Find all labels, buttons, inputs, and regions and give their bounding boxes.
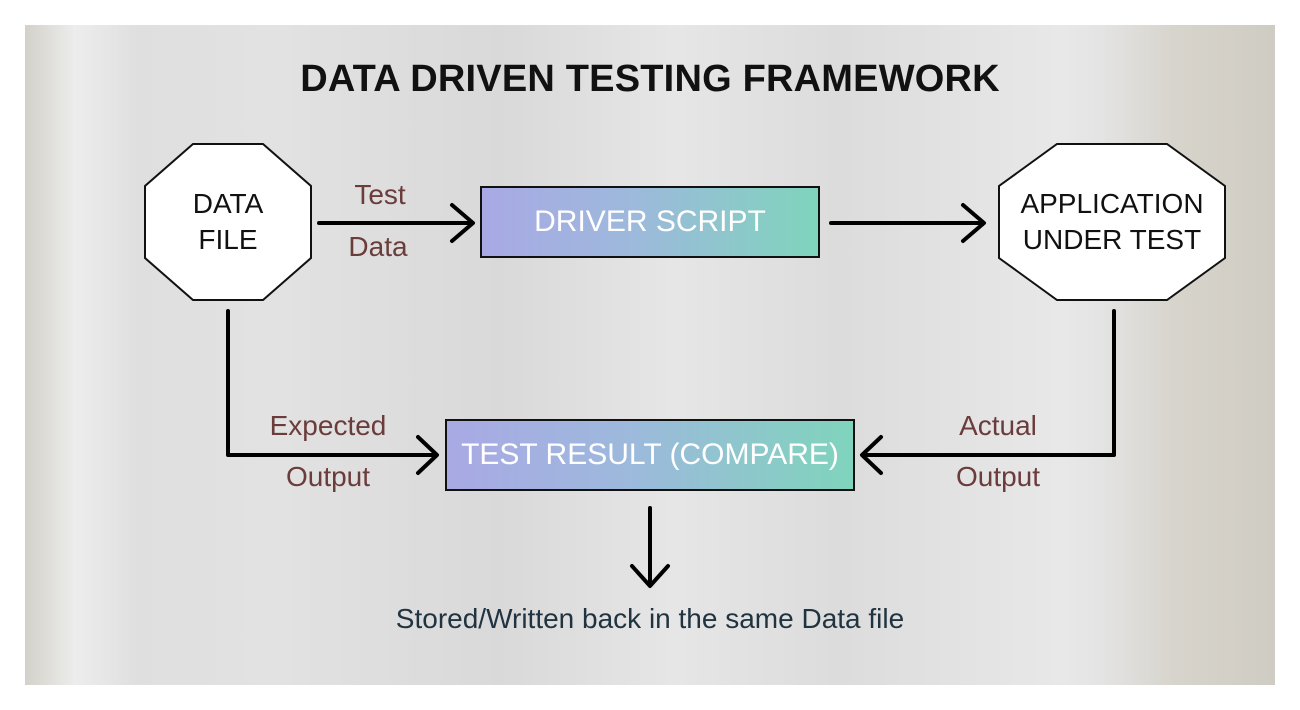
data-file-label: DATA FILE	[192, 188, 264, 255]
label-expected: Expected	[269, 410, 387, 441]
arrow-expected-output	[226, 309, 438, 457]
arrow-actual-output	[861, 309, 1116, 457]
label-data: Data	[348, 231, 408, 262]
diagram-title: DATA DRIVEN TESTING FRAMEWORK	[300, 58, 1000, 100]
application-label: APPLICATION UNDER TEST	[1020, 188, 1204, 255]
footer-note: Stored/Written back in the same Data fil…	[395, 603, 905, 634]
label-actual: Actual	[959, 410, 1037, 441]
label-actual-output: Output	[955, 461, 1041, 492]
data-file-node: DATA FILE	[143, 142, 313, 302]
label-test: Test	[354, 179, 406, 210]
test-result-node: TEST RESULT (COMPARE)	[445, 419, 855, 491]
application-node: APPLICATION UNDER TEST	[997, 142, 1227, 302]
label-expected-output: Output	[285, 461, 371, 492]
driver-script-node: DRIVER SCRIPT	[480, 186, 820, 258]
